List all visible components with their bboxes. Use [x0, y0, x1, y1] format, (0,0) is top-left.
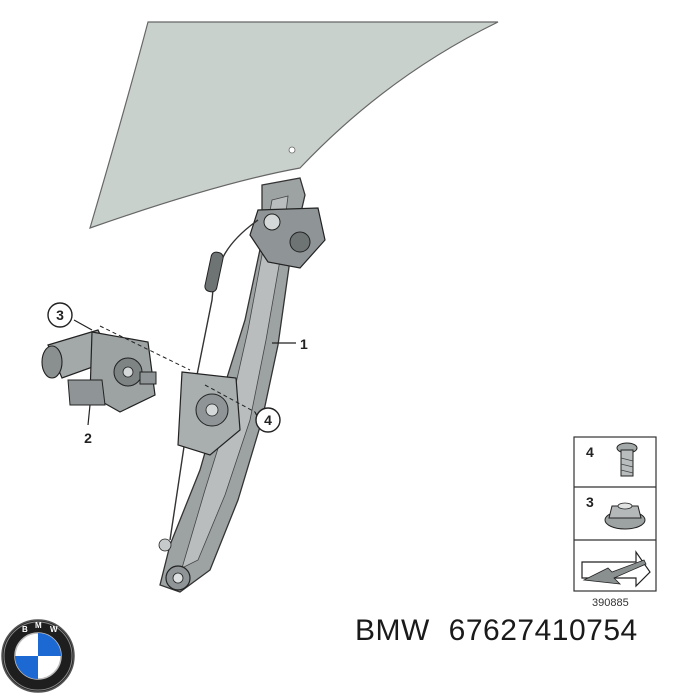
- assembly-line-nut: [99, 325, 191, 371]
- leader-2: [87, 404, 91, 426]
- bolt-icon: [616, 442, 638, 477]
- part-number: 67627410754: [448, 614, 638, 647]
- assembly-line-bolt: [204, 384, 256, 413]
- leader-3: [73, 319, 93, 331]
- callout-2: 2: [84, 430, 92, 446]
- legend-item-3-number: 3: [586, 494, 594, 510]
- svg-text:B: B: [22, 625, 28, 634]
- nut-icon: [604, 502, 646, 530]
- legend-item-4-number: 4: [586, 444, 594, 460]
- svg-text:M: M: [35, 621, 42, 630]
- drawing-code: 390885: [592, 597, 629, 609]
- brand-name: BMW: [355, 614, 430, 647]
- callout-3-circle: [47, 302, 73, 328]
- glass-hole: [288, 146, 296, 154]
- callout-3: 3: [56, 307, 64, 323]
- hardware-legend: 4 3: [573, 436, 657, 592]
- part-caption: BMW 67627410754: [355, 614, 638, 648]
- window-regulator-rail: [158, 177, 326, 593]
- callout-4-circle: [255, 407, 281, 433]
- bmw-logo: B M W: [1, 619, 75, 693]
- svg-text:W: W: [50, 625, 58, 634]
- callout-1: 1: [300, 336, 308, 352]
- window-motor: [41, 329, 157, 413]
- arrow-direction-icon: [581, 550, 651, 588]
- window-glass: [89, 21, 499, 229]
- callout-4: 4: [264, 412, 272, 428]
